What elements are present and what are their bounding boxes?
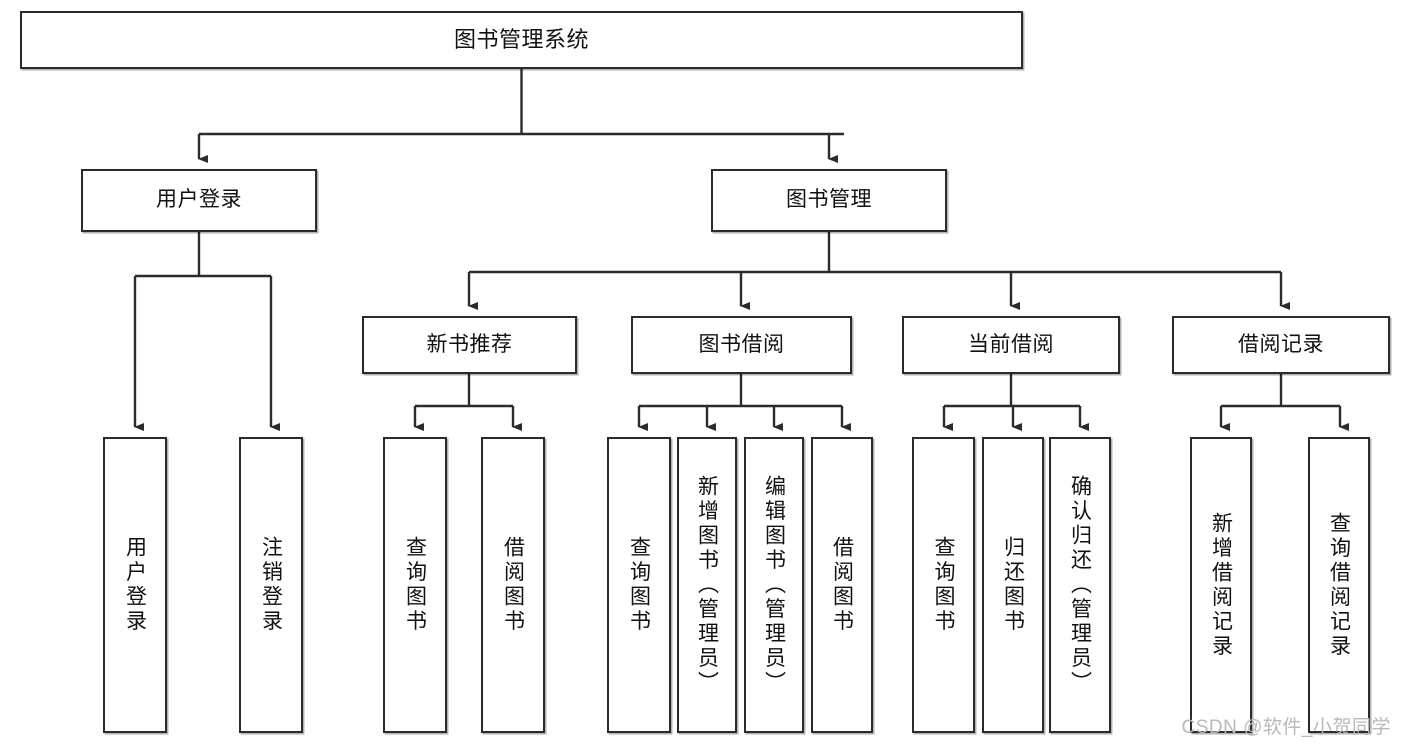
node-label: 编辑图书（管理员） xyxy=(762,474,786,696)
leaf-user-login[interactable]: 用户登录 xyxy=(103,437,167,733)
node-current-borrow[interactable]: 当前借阅 xyxy=(902,316,1120,374)
node-book-borrow[interactable]: 图书借阅 xyxy=(631,316,852,374)
node-label: 图书管理系统 xyxy=(453,27,589,53)
node-label: 用户登录 xyxy=(156,188,242,212)
node-label: 新书推荐 xyxy=(426,332,513,356)
node-book-management[interactable]: 图书管理 xyxy=(711,169,947,232)
leaf-query-book-borrow[interactable]: 查询图书 xyxy=(607,437,671,733)
leaf-query-book-current[interactable]: 查询图书 xyxy=(912,437,975,733)
node-label: 图书借阅 xyxy=(698,332,785,356)
node-label: 注销登录 xyxy=(259,536,283,634)
node-label: 当前借阅 xyxy=(968,332,1054,356)
watermark-text: CSDN @软件_小贺同学 xyxy=(1181,717,1391,738)
leaf-borrow-book[interactable]: 借阅图书 xyxy=(811,437,873,733)
node-label: 确认归还（管理员） xyxy=(1068,474,1092,696)
leaf-add-book-admin[interactable]: 新增图书（管理员） xyxy=(677,437,737,733)
node-label: 查询借阅记录 xyxy=(1327,511,1351,659)
node-label: 图书管理 xyxy=(786,188,872,212)
node-label: 新增借阅记录 xyxy=(1209,511,1233,659)
node-label: 借阅图书 xyxy=(501,536,525,634)
node-label: 新增图书（管理员） xyxy=(695,474,719,696)
node-borrow-record[interactable]: 借阅记录 xyxy=(1172,316,1390,374)
node-label: 归还图书 xyxy=(1001,536,1025,634)
leaf-add-borrow-record[interactable]: 新增借阅记录 xyxy=(1190,437,1252,733)
node-new-book-recommend[interactable]: 新书推荐 xyxy=(362,316,577,374)
leaf-query-borrow-record[interactable]: 查询借阅记录 xyxy=(1308,437,1370,733)
node-label: 借阅图书 xyxy=(830,536,854,634)
leaf-confirm-return-admin[interactable]: 确认归还（管理员） xyxy=(1049,437,1111,733)
leaf-return-book[interactable]: 归还图书 xyxy=(982,437,1044,733)
node-root-system[interactable]: 图书管理系统 xyxy=(20,11,1023,69)
leaf-edit-book-admin[interactable]: 编辑图书（管理员） xyxy=(744,437,804,733)
node-user-login[interactable]: 用户登录 xyxy=(81,169,317,232)
leaf-logout[interactable]: 注销登录 xyxy=(239,437,303,733)
node-label: 用户登录 xyxy=(123,536,147,634)
node-label: 查询图书 xyxy=(932,536,955,634)
node-label: 查询图书 xyxy=(627,536,651,634)
leaf-borrow-book-recommend[interactable]: 借阅图书 xyxy=(481,437,545,733)
node-label: 借阅记录 xyxy=(1238,332,1324,356)
leaf-query-book-recommend[interactable]: 查询图书 xyxy=(383,437,447,733)
node-label: 查询图书 xyxy=(403,536,427,634)
